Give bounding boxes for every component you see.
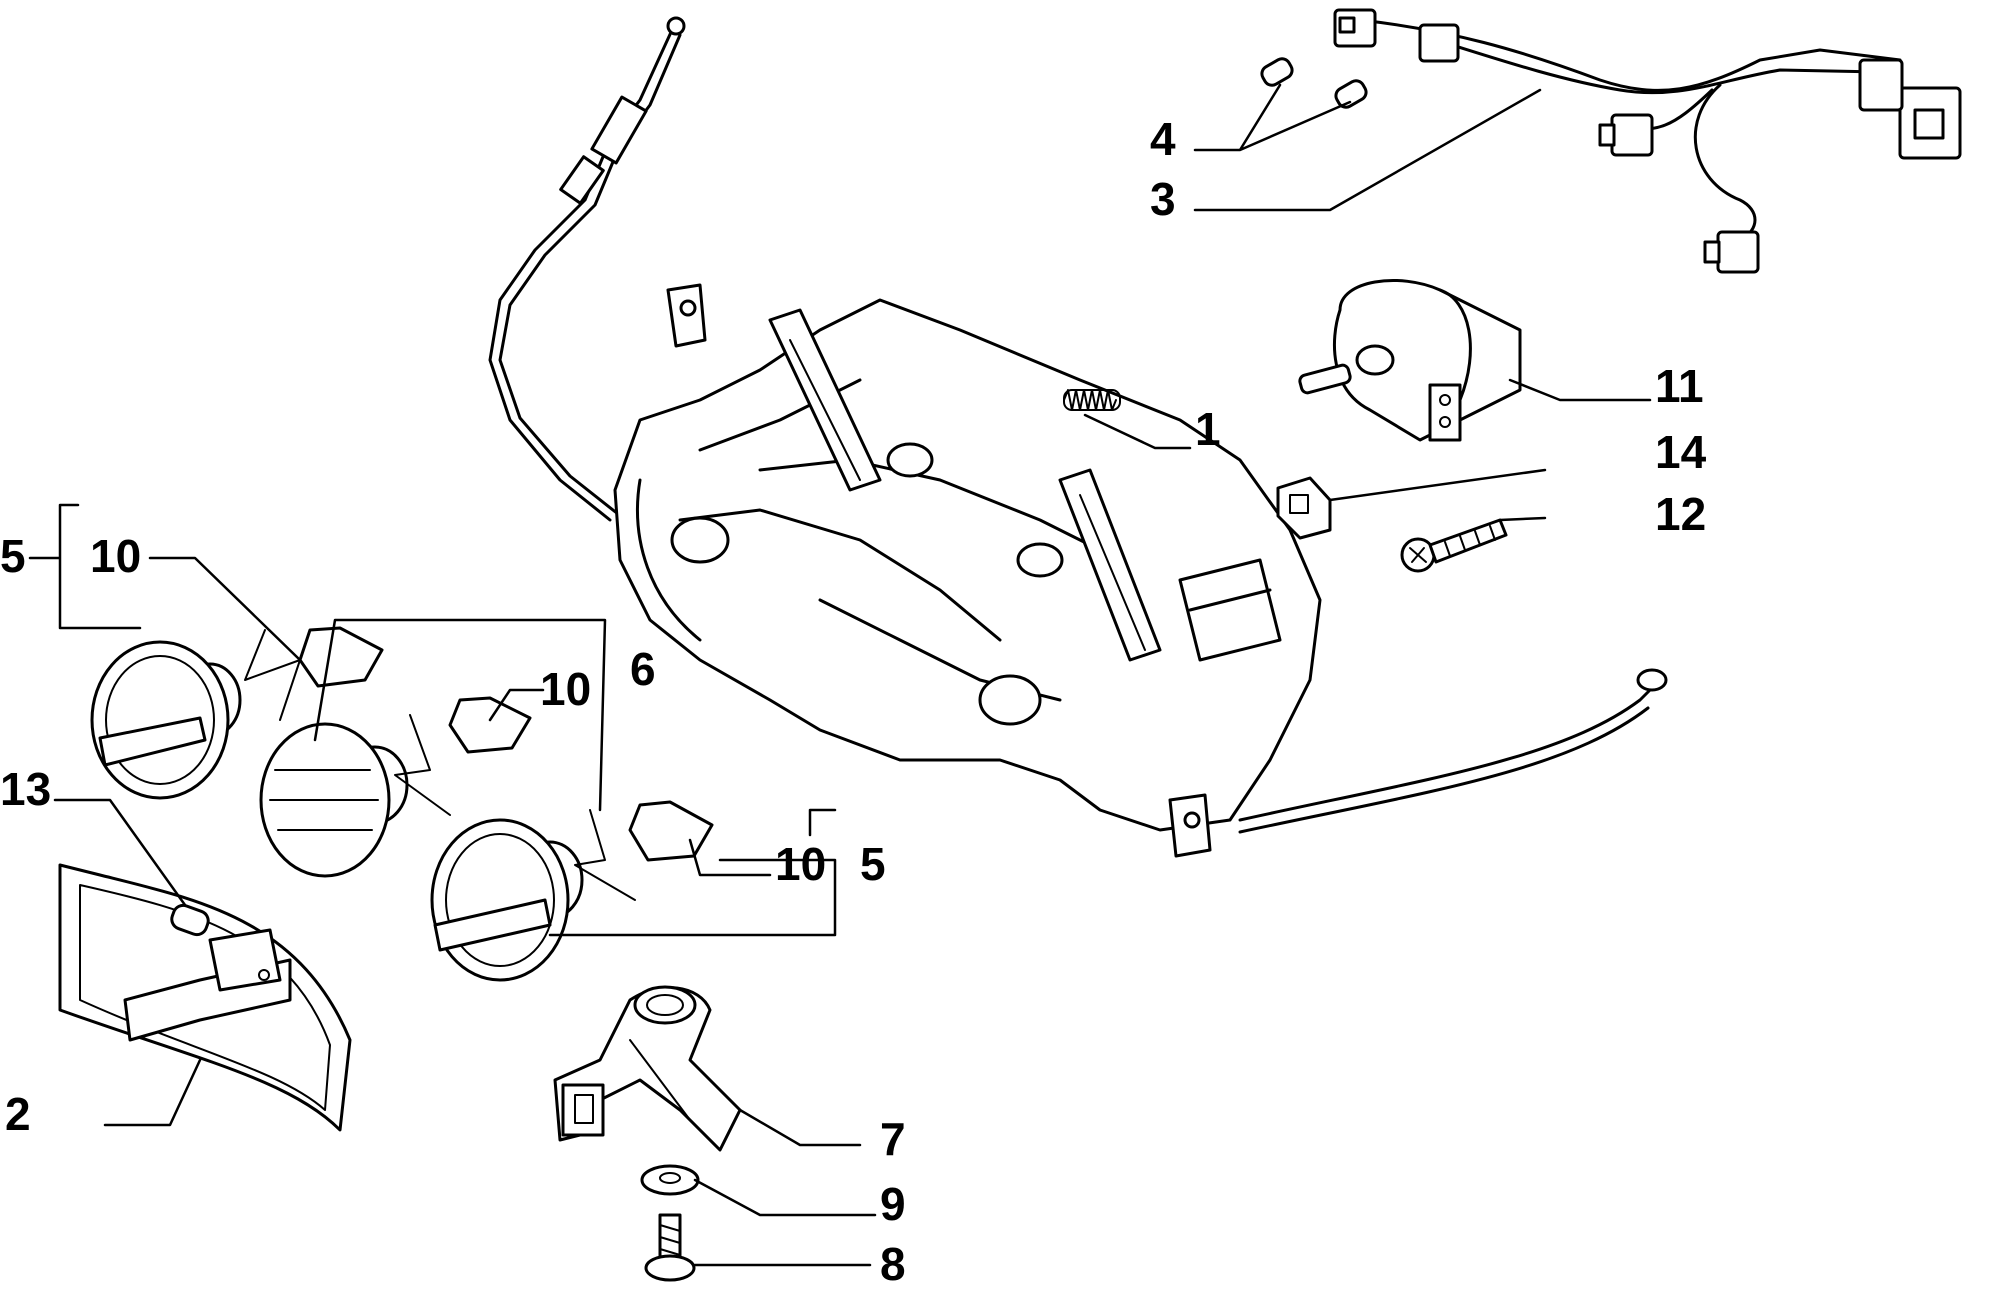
callout-5b: 5 [860, 838, 886, 890]
callout-11: 11 [1655, 360, 1704, 412]
lever-bracket [553, 985, 742, 1152]
upper-control-cable [488, 16, 686, 522]
callout-6: 6 [630, 643, 656, 695]
lower-control-cable [1238, 668, 1668, 834]
callout-4: 4 [1150, 113, 1176, 165]
fan-switch [1298, 279, 1522, 442]
front-bezel [58, 863, 352, 1132]
knob-right [430, 818, 584, 982]
screw [1400, 518, 1508, 573]
callout-1: 1 [1195, 403, 1221, 455]
knob-center [259, 722, 409, 878]
clip-nut [1276, 476, 1332, 540]
knob-shaft-center [394, 714, 451, 816]
callout-9: 9 [880, 1178, 906, 1230]
knob-shaft-left [244, 629, 301, 721]
knob-insert-3 [628, 800, 714, 862]
knob-insert-2 [448, 696, 532, 754]
control-housing [613, 283, 1322, 858]
knob-left [90, 640, 242, 800]
knob-shaft-right [574, 809, 636, 901]
callout-10a: 10 [90, 530, 141, 582]
wiring-harness [1333, 8, 1962, 274]
bolt [644, 1213, 696, 1282]
callout-12: 12 [1655, 488, 1706, 540]
callout-10b: 10 [540, 663, 591, 715]
leader-lines [28, 83, 1652, 1267]
knob-insert-1 [298, 626, 384, 688]
callout-13: 13 [0, 763, 51, 815]
washer [640, 1164, 700, 1196]
bezel-lamp [170, 903, 210, 937]
callout-2: 2 [5, 1088, 31, 1140]
callout-3: 3 [1150, 173, 1176, 225]
callout-5a: 5 [0, 530, 26, 582]
callout-8: 8 [880, 1238, 906, 1290]
callout-7: 7 [880, 1113, 906, 1165]
callout-10c: 10 [775, 838, 826, 890]
callout-14: 14 [1655, 426, 1707, 478]
bulbs [1260, 57, 1368, 109]
spring [1063, 389, 1121, 411]
